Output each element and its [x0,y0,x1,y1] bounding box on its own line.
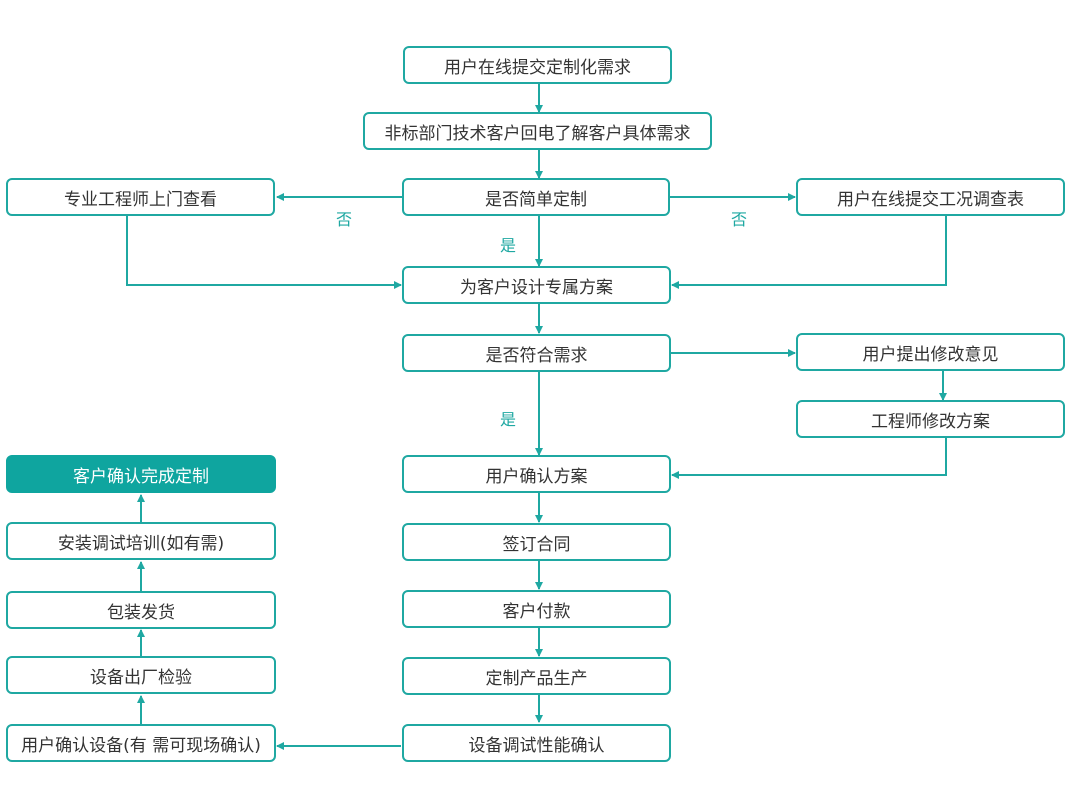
step-factory-inspection: 设备出厂检验 [6,656,276,694]
label-no-right: 否 [731,210,748,229]
edge-n9-n10 [671,438,947,479]
step-engineer-revise-solution: 工程师修改方案 [796,400,1065,438]
step-production: 定制产品生产 [402,657,671,695]
step-submit-condition-survey: 用户在线提交工况调查表 [796,178,1065,216]
label-yes-meets: 是 [500,410,517,429]
step-submit-request: 用户在线提交定制化需求 [403,46,672,84]
step-installation-training: 安装调试培训(如有需) [6,522,276,560]
decision-meets-requirements: 是否符合需求 [402,334,671,372]
step-customization-complete: 客户确认完成定制 [6,455,276,493]
step-customer-payment: 客户付款 [402,590,671,628]
decision-simple-customization: 是否简单定制 [402,178,670,216]
step-sign-contract: 签订合同 [402,523,671,561]
step-packaging-shipping: 包装发货 [6,591,276,629]
edge-n4-n6 [126,216,402,289]
step-debug-performance-check: 设备调试性能确认 [402,724,671,762]
step-user-revision-feedback: 用户提出修改意见 [796,333,1065,371]
edge-n5-n6 [671,216,947,289]
step-callback-understand-needs: 非标部门技术客户回电了解客户具体需求 [363,112,712,150]
step-user-confirm-equipment: 用户确认设备(有 需可现场确认) [6,724,276,762]
label-no-left: 否 [336,210,353,229]
step-engineer-onsite-visit: 专业工程师上门查看 [6,178,275,216]
step-design-custom-solution: 为客户设计专属方案 [402,266,671,304]
label-yes-simple: 是 [500,236,517,255]
step-user-confirm-solution: 用户确认方案 [402,455,671,493]
